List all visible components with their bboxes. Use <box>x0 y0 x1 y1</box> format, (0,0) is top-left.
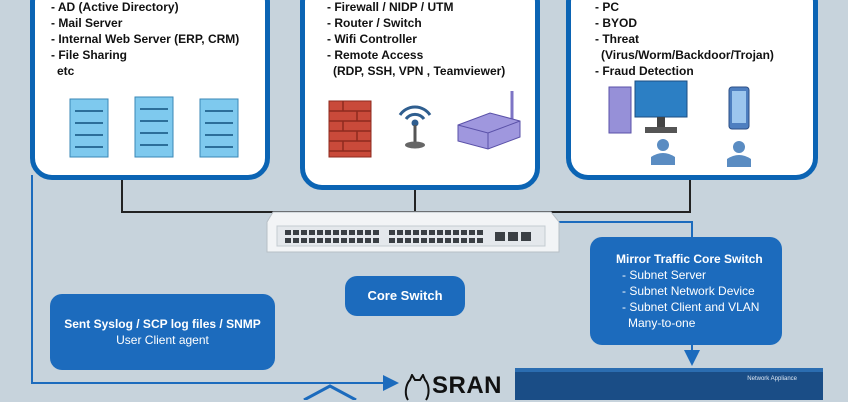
clients-line: - Threat <box>595 32 640 46</box>
syslog-box: Sent Syslog / SCP log files / SNMP User … <box>50 294 275 370</box>
network-list: - Firewall / NIDP / UTM - Router / Switc… <box>327 0 505 79</box>
servers-line: - File Sharing <box>51 48 128 62</box>
network-line: - Wifi Controller <box>327 32 417 46</box>
syslog-title: Sent Syslog / SCP log files / SNMP <box>64 317 261 331</box>
clients-line: - Fraud Detection <box>595 64 694 78</box>
mirror-list: - Subnet Server - Subnet Network Device … <box>622 267 782 331</box>
clients-line: (Virus/Worm/Backdoor/Trojan) <box>601 48 774 62</box>
clients-line: - PC <box>595 0 619 14</box>
server-rack-icon <box>69 96 239 158</box>
syslog-subtitle: User Client agent <box>116 333 209 347</box>
mirror-line: - Subnet Client and VLAN <box>622 300 760 314</box>
network-line: - Router / Switch <box>327 16 422 30</box>
core-switch-label-box: Core Switch <box>345 276 465 316</box>
pc-icon <box>608 80 688 165</box>
bottom-left-shape <box>303 384 357 400</box>
clients-list: - PC - BYOD - Threat (Virus/Worm/Backdoo… <box>595 0 774 79</box>
cat-logo-icon <box>404 374 430 401</box>
core-switch-label: Core Switch <box>367 288 443 303</box>
servers-line: - Internal Web Server (ERP, CRM) <box>51 32 240 46</box>
mirror-line: - Subnet Network Device <box>622 284 755 298</box>
network-line: - Firewall / NIDP / UTM <box>327 0 454 14</box>
appliance-label: Network Appliance <box>747 376 797 382</box>
sran-logo-text: SRAN <box>432 372 503 399</box>
mirror-title: Mirror Traffic Core Switch <box>616 252 763 266</box>
mirror-line: - Subnet Server <box>622 268 707 282</box>
servers-list: - AD (Active Directory) - Mail Server - … <box>51 0 239 79</box>
core-switch-icon <box>266 211 560 253</box>
router-icon <box>457 91 521 150</box>
mobile-device-icon <box>727 86 751 167</box>
syslog-arrow-line <box>31 175 399 391</box>
servers-line: - AD (Active Directory) <box>51 0 179 14</box>
network-line: - Remote Access <box>327 48 424 62</box>
clients-line: - BYOD <box>595 16 637 30</box>
network-panel: - Firewall / NIDP / UTM - Router / Switc… <box>300 0 540 190</box>
mirror-line: Many-to-one <box>628 316 696 330</box>
clients-panel: - PC - BYOD - Threat (Virus/Worm/Backdoo… <box>566 0 818 180</box>
mirror-traffic-box: Mirror Traffic Core Switch - Subnet Serv… <box>590 237 782 345</box>
network-line: (RDP, SSH, VPN , Teamviewer) <box>333 64 506 78</box>
servers-line: etc <box>57 64 75 78</box>
firewall-icon <box>328 100 372 158</box>
network-appliance: Network Appliance <box>515 368 823 400</box>
wifi-antenna-icon <box>398 105 432 149</box>
servers-line: - Mail Server <box>51 16 123 30</box>
servers-panel: - AD (Active Directory) - Mail Server - … <box>30 0 270 180</box>
